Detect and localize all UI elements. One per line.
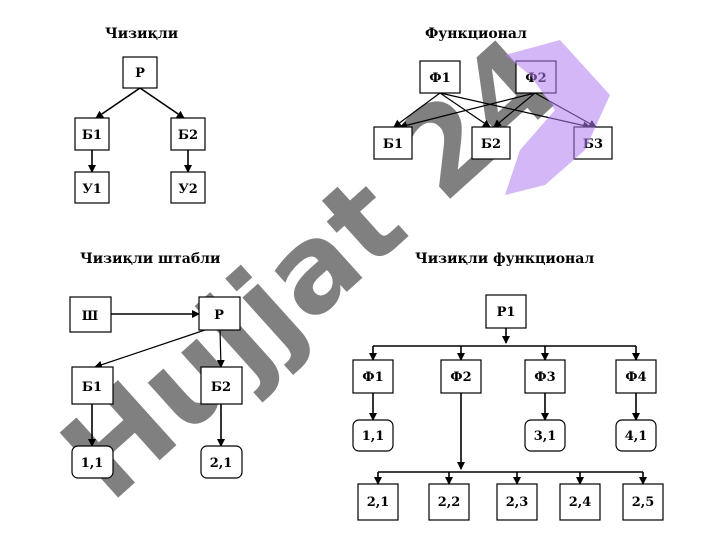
linear-staff-title: Чизиқли штабли — [80, 251, 220, 267]
node-r1: Р1 — [485, 294, 527, 329]
node-b2: Б2 — [170, 117, 206, 151]
node-label: Ф1 — [362, 370, 383, 385]
node-f1: Ф1 — [352, 359, 394, 394]
node-label: Б2 — [178, 128, 198, 143]
node-2-5: 2,5 — [622, 483, 664, 521]
node-label: Б1 — [82, 380, 102, 395]
node-f1: Ф1 — [419, 60, 461, 94]
node-label: Р — [135, 66, 145, 81]
node-3-1: 3,1 — [524, 419, 566, 452]
linear-title: Чизиқли — [105, 26, 178, 42]
node-f3: Ф3 — [524, 359, 566, 394]
functional-title: Функционал — [425, 26, 527, 42]
node-b2: Б2 — [200, 366, 243, 405]
node-label: У2 — [178, 182, 198, 197]
node-2-3: 2,3 — [496, 483, 538, 521]
node-label: 2,1 — [210, 456, 233, 471]
node-label: Р1 — [497, 305, 516, 320]
node-u1: У1 — [74, 171, 110, 204]
node-f2: Ф2 — [440, 359, 482, 394]
node-label: 2,3 — [506, 495, 529, 510]
node-label: Ш — [82, 309, 99, 324]
node-label: 1,1 — [362, 429, 385, 444]
node-label: Ф1 — [429, 71, 450, 86]
watermark-accent — [505, 40, 610, 195]
node-label: Р — [214, 308, 224, 323]
node-r: Р — [122, 56, 158, 89]
node-label: Ф2 — [450, 370, 471, 385]
node-r: Р — [198, 296, 241, 331]
watermark-text: Hujjat 24 — [36, 12, 586, 527]
node-1-1: 1,1 — [71, 445, 114, 479]
node-label: У1 — [82, 182, 102, 197]
node-label: Б1 — [82, 128, 102, 143]
diagram-linear-staff: Чизиқли штабли Ш Р Б1 Б2 1,1 2,1 — [69, 251, 243, 479]
diagram-linear-functional: Чизиқли функционал Р1 Ф1 Ф2 Ф — [352, 251, 664, 521]
linear-functional-title: Чизиқли функционал — [415, 251, 594, 267]
node-label: Б1 — [383, 137, 403, 152]
node-label: Б2 — [211, 380, 231, 395]
node-f4: Ф4 — [615, 359, 657, 394]
node-2-1: 2,1 — [357, 483, 399, 521]
node-4-1: 4,1 — [615, 419, 657, 452]
node-label: Ф4 — [625, 370, 646, 385]
node-label: 4,1 — [625, 429, 648, 444]
node-b1: Б1 — [71, 366, 114, 405]
node-1-1: 1,1 — [352, 419, 394, 452]
node-label: Б2 — [481, 137, 501, 152]
node-2-2: 2,2 — [428, 483, 470, 521]
node-2-1: 2,1 — [200, 445, 243, 479]
watermark: Hujjat 24 — [36, 12, 586, 527]
node-2-4: 2,4 — [559, 483, 601, 521]
node-b1: Б1 — [373, 126, 413, 160]
node-label: 2,5 — [632, 495, 655, 510]
node-b1: Б1 — [74, 117, 110, 151]
node-sh: Ш — [69, 296, 112, 333]
node-label: 2,1 — [367, 495, 390, 510]
node-label: 1,1 — [81, 456, 104, 471]
diagram-linear: Чизиқли Р Б1 Б2 У1 У2 — [74, 26, 206, 204]
node-label: 2,2 — [438, 495, 461, 510]
node-label: Ф3 — [534, 370, 555, 385]
node-label: 2,4 — [569, 495, 592, 510]
node-u2: У2 — [170, 171, 206, 204]
node-label: 3,1 — [534, 429, 557, 444]
node-b2: Б2 — [471, 126, 511, 160]
